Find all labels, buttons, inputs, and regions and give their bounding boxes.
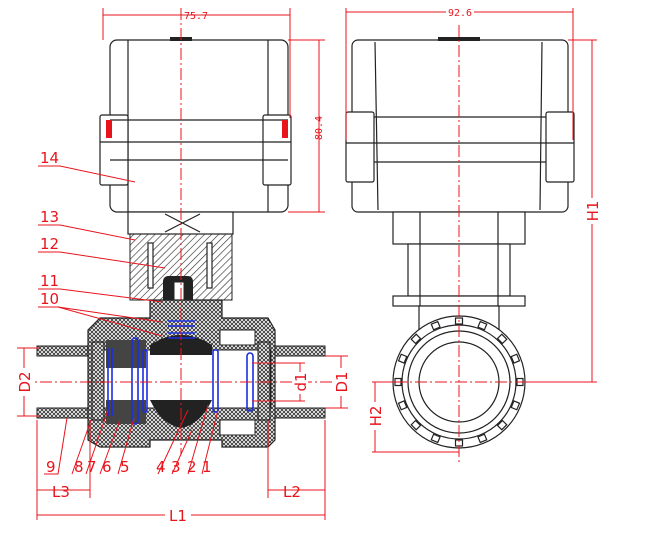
part-label-7: 7 — [87, 458, 97, 476]
part-label-5: 5 — [120, 458, 130, 476]
part-label-6: 6 — [102, 458, 112, 476]
dimension-L3: L3 — [37, 420, 91, 501]
part-label-13: 13 — [40, 208, 59, 226]
front-width-value: 75.7 — [184, 11, 208, 22]
bolt-slot — [410, 419, 422, 431]
bolt-slot — [510, 400, 521, 411]
bolt-slot — [496, 419, 508, 431]
bolt-slot — [397, 353, 408, 364]
part-label-2: 2 — [187, 458, 197, 476]
dimension-D1: D1 — [325, 355, 351, 409]
bolt-slot — [430, 320, 441, 331]
L3-label: L3 — [52, 483, 70, 501]
part-label-10: 10 — [40, 290, 59, 308]
dimension-d1: d1 — [252, 362, 310, 402]
D1-label: D1 — [333, 371, 351, 392]
dimension-H2: H2 — [367, 381, 459, 453]
bolt-slot — [510, 353, 521, 364]
side-view: 92.6 H1 H2 — [345, 4, 602, 465]
bolt-slot — [397, 400, 408, 411]
L1-label: L1 — [169, 507, 187, 525]
dimension-front-width: 75.7 — [102, 8, 291, 118]
part-label-4: 4 — [156, 458, 166, 476]
D2-label: D2 — [16, 371, 34, 392]
part-label-3: 3 — [171, 458, 181, 476]
dimension-H1: H1 — [525, 39, 602, 383]
d1-label: d1 — [292, 372, 310, 391]
front-section-view: 75.7 80.4 L1 L3 L2 — [15, 8, 351, 525]
bolt-slot — [477, 320, 488, 331]
side-width-value: 92.6 — [448, 8, 472, 19]
dimension-side-width: 92.6 — [345, 4, 574, 140]
dimension-L1: L1 — [36, 420, 326, 525]
actuator-height-value: 80.4 — [314, 116, 325, 140]
part-label-1: 1 — [202, 458, 212, 476]
bolt-slot — [477, 433, 488, 444]
part-callouts: 14 13 12 11 10 9 8 7 6 5 4 3 2 1 — [38, 149, 219, 476]
dimension-L2: L2 — [267, 420, 325, 501]
dimension-actuator-height: 80.4 — [288, 39, 325, 213]
L2-label: L2 — [283, 483, 301, 501]
H1-label: H1 — [584, 201, 602, 222]
bolt-slot — [410, 333, 422, 345]
part-label-8: 8 — [74, 458, 84, 476]
part-label-12: 12 — [40, 235, 59, 253]
part-label-11: 11 — [40, 272, 59, 290]
actuator-side — [345, 37, 575, 213]
part-label-9: 9 — [46, 458, 56, 476]
part-label-14: 14 — [40, 149, 59, 167]
bolt-slot — [496, 333, 508, 345]
bolt-slot — [430, 433, 441, 444]
H2-label: H2 — [367, 406, 385, 427]
actuator-front — [99, 37, 292, 213]
dimension-D2: D2 — [15, 347, 40, 417]
